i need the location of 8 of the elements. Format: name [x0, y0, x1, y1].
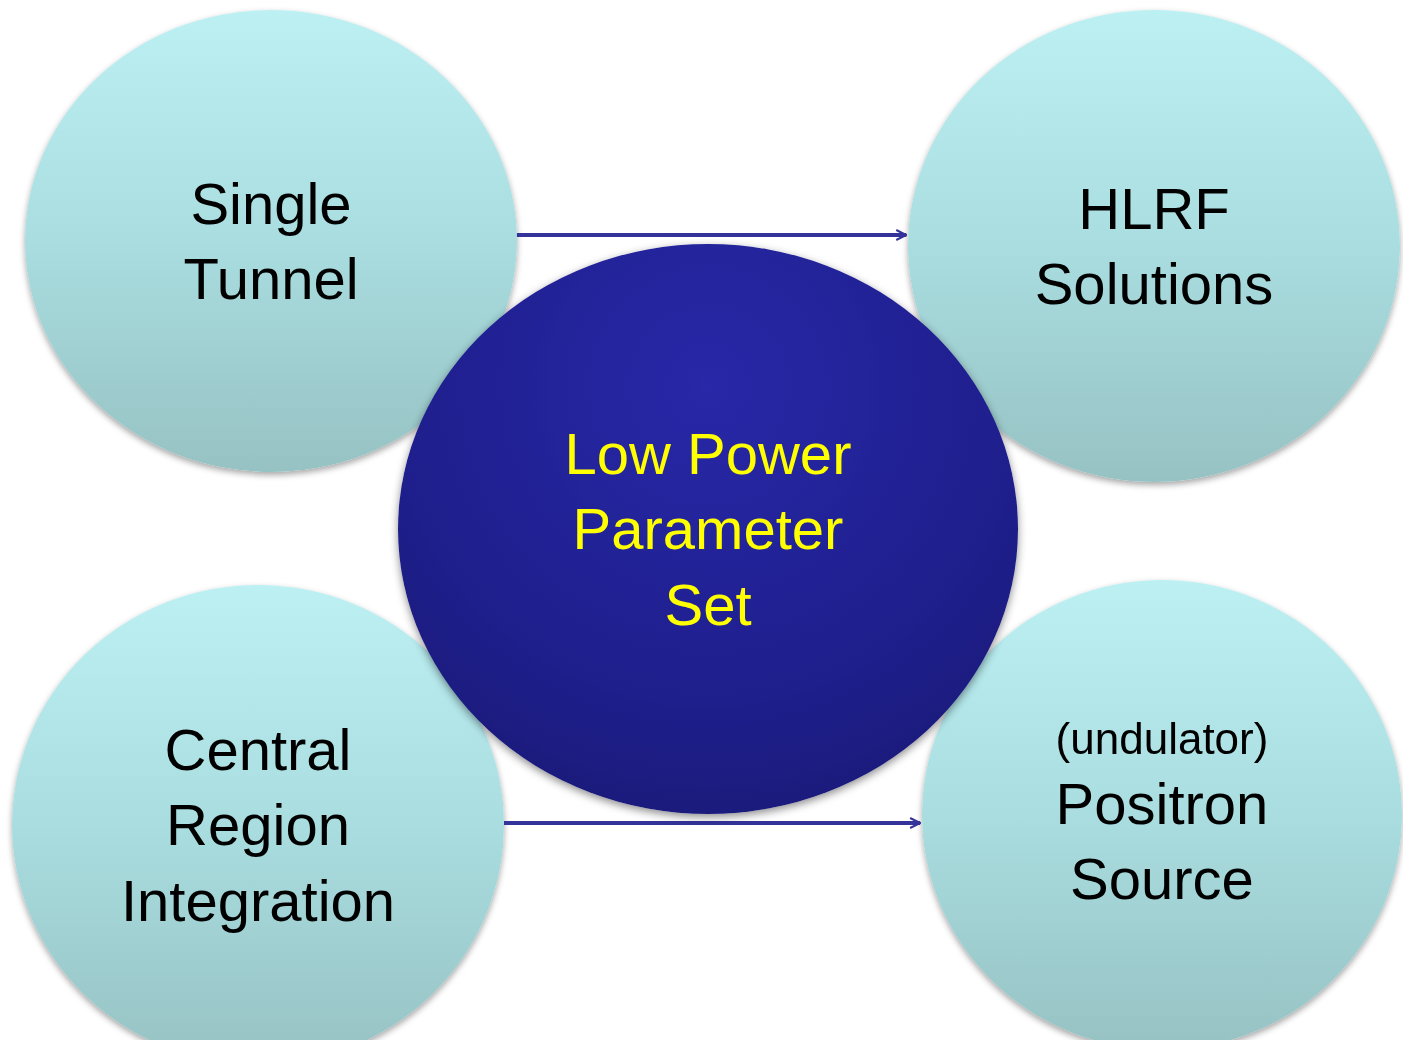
circle-label: Central Region Integration: [119, 715, 397, 935]
circle-label: (undulator): [1055, 713, 1269, 766]
arrow: [516, 229, 908, 241]
circle-label: Single Tunnel: [182, 169, 360, 313]
arrow: [504, 817, 922, 829]
circle-label: Positron Source: [1054, 770, 1270, 914]
circle-label: HLRF Solutions: [1033, 174, 1275, 318]
circle-label: Low Power Parameter Set: [563, 419, 853, 639]
